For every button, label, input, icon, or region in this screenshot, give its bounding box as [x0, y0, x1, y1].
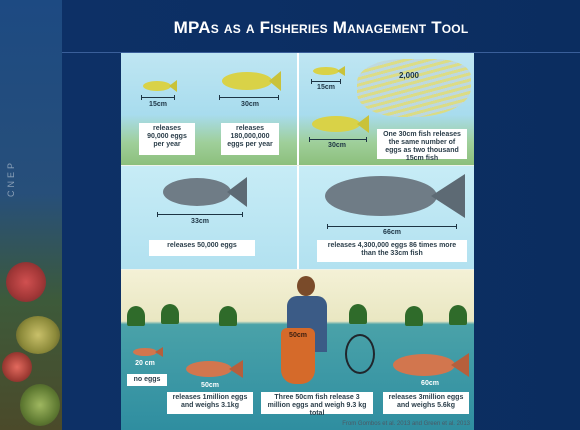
infographic-panel: 15cm 30cm releases 90,000 eggs per year … [121, 53, 474, 430]
ruler [157, 212, 243, 217]
fish-length-label: 33cm [191, 218, 209, 225]
slide-title: MPAs as a Fisheries Management Tool [173, 18, 469, 37]
coral-image [16, 316, 60, 354]
school-fish-small-icon [313, 66, 345, 76]
large-jack-fish-icon [325, 174, 465, 218]
egg-label: One 30cm fish releases the same number o… [377, 129, 467, 162]
section-egg-comparison: 15cm 30cm releases 90,000 eggs per year … [121, 53, 474, 165]
small-red-fish-icon [133, 347, 163, 357]
fish-length-label: 20 cm [135, 360, 155, 367]
coral-image [2, 352, 32, 382]
section-divider [297, 166, 299, 269]
fish-length-label: 30cm [241, 101, 259, 108]
school-count-label: 2,000 [398, 71, 420, 80]
fish-length-label: 15cm [317, 84, 335, 91]
egg-label: releases 90,000 eggs per year [139, 123, 195, 155]
fish-length-label: 60cm [421, 380, 439, 387]
ruler [141, 95, 175, 100]
ruler [311, 79, 341, 84]
title-bar [62, 0, 580, 53]
fish-length-label: 50cm [201, 382, 219, 389]
palm-tree-icon [219, 306, 237, 326]
fish-length-label: 30cm [328, 142, 346, 149]
fisherman-head [297, 276, 315, 296]
single-fish-icon [312, 115, 369, 133]
egg-label: releases 4,300,000 eggs 86 times more th… [317, 240, 467, 262]
palm-tree-icon [349, 304, 367, 324]
medium-red-fish-icon [186, 360, 243, 378]
ruler [309, 137, 367, 142]
egg-label: Three 50cm fish release 3 million eggs a… [261, 392, 373, 417]
fish-length-label: 66cm [383, 229, 401, 236]
ruler [327, 224, 457, 229]
fish-bag [281, 328, 315, 384]
ruler [219, 95, 279, 100]
egg-label: releases 50,000 eggs [149, 240, 255, 256]
fish-length-label: 50cm [289, 332, 307, 339]
palm-tree-icon [449, 305, 467, 325]
fishing-net-icon [345, 334, 375, 374]
fish-length-label: 15cm [149, 101, 167, 108]
section-mpa-scene: 50cm 20 cm no eggs 50cm releases 1millio… [121, 270, 474, 430]
coral-image [20, 384, 60, 426]
small-fish-icon [143, 80, 177, 92]
fish-school [357, 59, 471, 117]
palm-tree-icon [405, 306, 423, 326]
source-credit: From Gombos et al. 2013 and Green et al.… [342, 421, 470, 427]
palm-tree-icon [127, 306, 145, 326]
egg-label: releases 3million eggs and weighs 5.6kg [383, 392, 469, 414]
medium-fish-icon [222, 71, 281, 91]
section-divider [297, 53, 299, 165]
large-red-fish-icon [393, 353, 469, 377]
egg-label: no eggs [127, 374, 167, 386]
sidebar-decoration: CNEP [0, 0, 62, 430]
small-jack-fish-icon [163, 177, 247, 207]
egg-label: releases 180,000,000 eggs per year [221, 123, 279, 155]
sidebar-vertical-text: CNEP [6, 160, 16, 198]
coral-image [6, 262, 46, 302]
palm-tree-icon [161, 304, 179, 324]
section-size-comparison: 33cm 66cm releases 50,000 eggs releases … [121, 166, 474, 269]
egg-label: releases 1million eggs and weighs 3.1kg [167, 392, 253, 414]
